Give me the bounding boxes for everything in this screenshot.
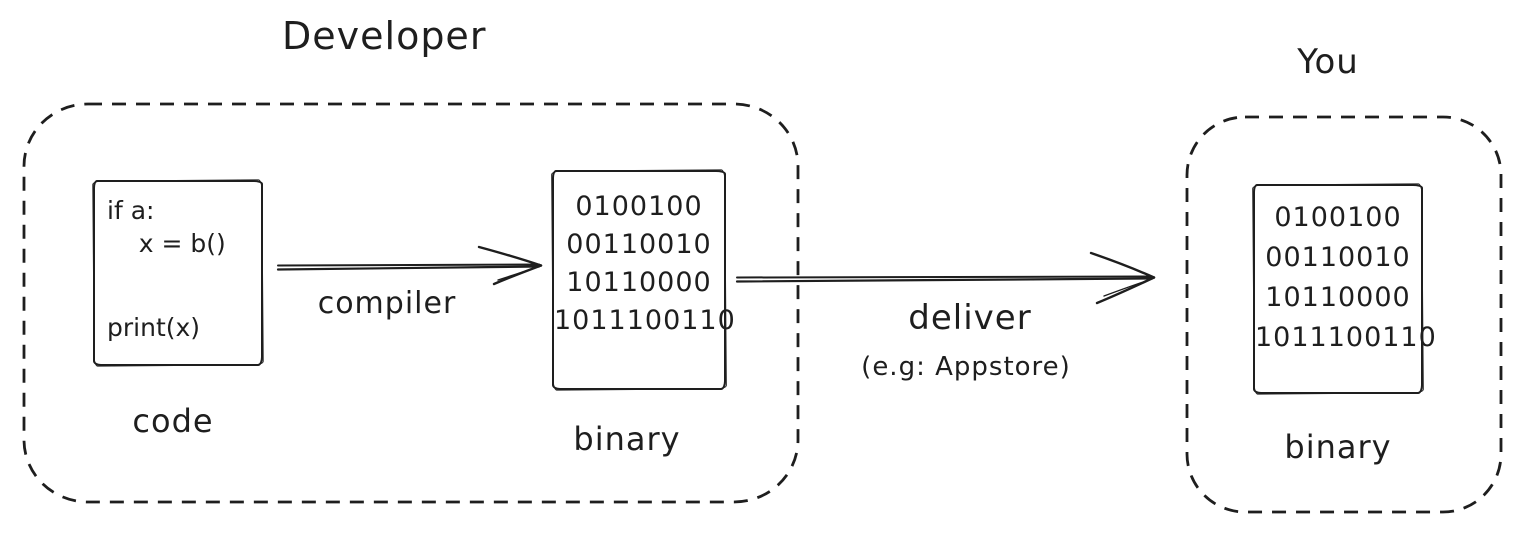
- deliver-arrow-sublabel: (e.g: Appstore): [861, 352, 1071, 382]
- developer-group-outline: [22, 102, 800, 504]
- code-card: if a: x = b() print(x): [93, 180, 263, 366]
- deliver-arrow-label: deliver: [908, 298, 1032, 338]
- code-line: if a:: [107, 196, 155, 225]
- you-binary-card-label: binary: [1284, 428, 1392, 466]
- binary-line: 10110000: [566, 267, 712, 298]
- compiler-arrow-label: compiler: [317, 286, 457, 321]
- code-card-label: code: [132, 402, 214, 440]
- you-binary-card: 0100100 00110010 10110000 1011100110: [1253, 184, 1437, 394]
- developer-binary-card: 0100100 00110010 10110000 1011100110: [552, 170, 736, 390]
- compiler-arrow: [276, 245, 543, 286]
- developer-group-title: Developer: [282, 14, 487, 58]
- binary-line: 1011100110: [1255, 322, 1437, 353]
- deliver-arrow: [735, 251, 1156, 305]
- binary-line: 00110010: [566, 229, 712, 260]
- you-group-outline: [1185, 115, 1503, 514]
- binary-line: 0100100: [1274, 202, 1402, 233]
- binary-line: 0100100: [575, 191, 703, 222]
- binary-line: 1011100110: [554, 305, 736, 336]
- binary-line: 10110000: [1265, 282, 1411, 313]
- code-line: print(x): [107, 313, 201, 342]
- developer-binary-card-label: binary: [573, 420, 681, 458]
- binary-line: 00110010: [1265, 242, 1411, 273]
- code-line: x = b(): [107, 228, 226, 258]
- you-group-title: You: [1297, 42, 1359, 82]
